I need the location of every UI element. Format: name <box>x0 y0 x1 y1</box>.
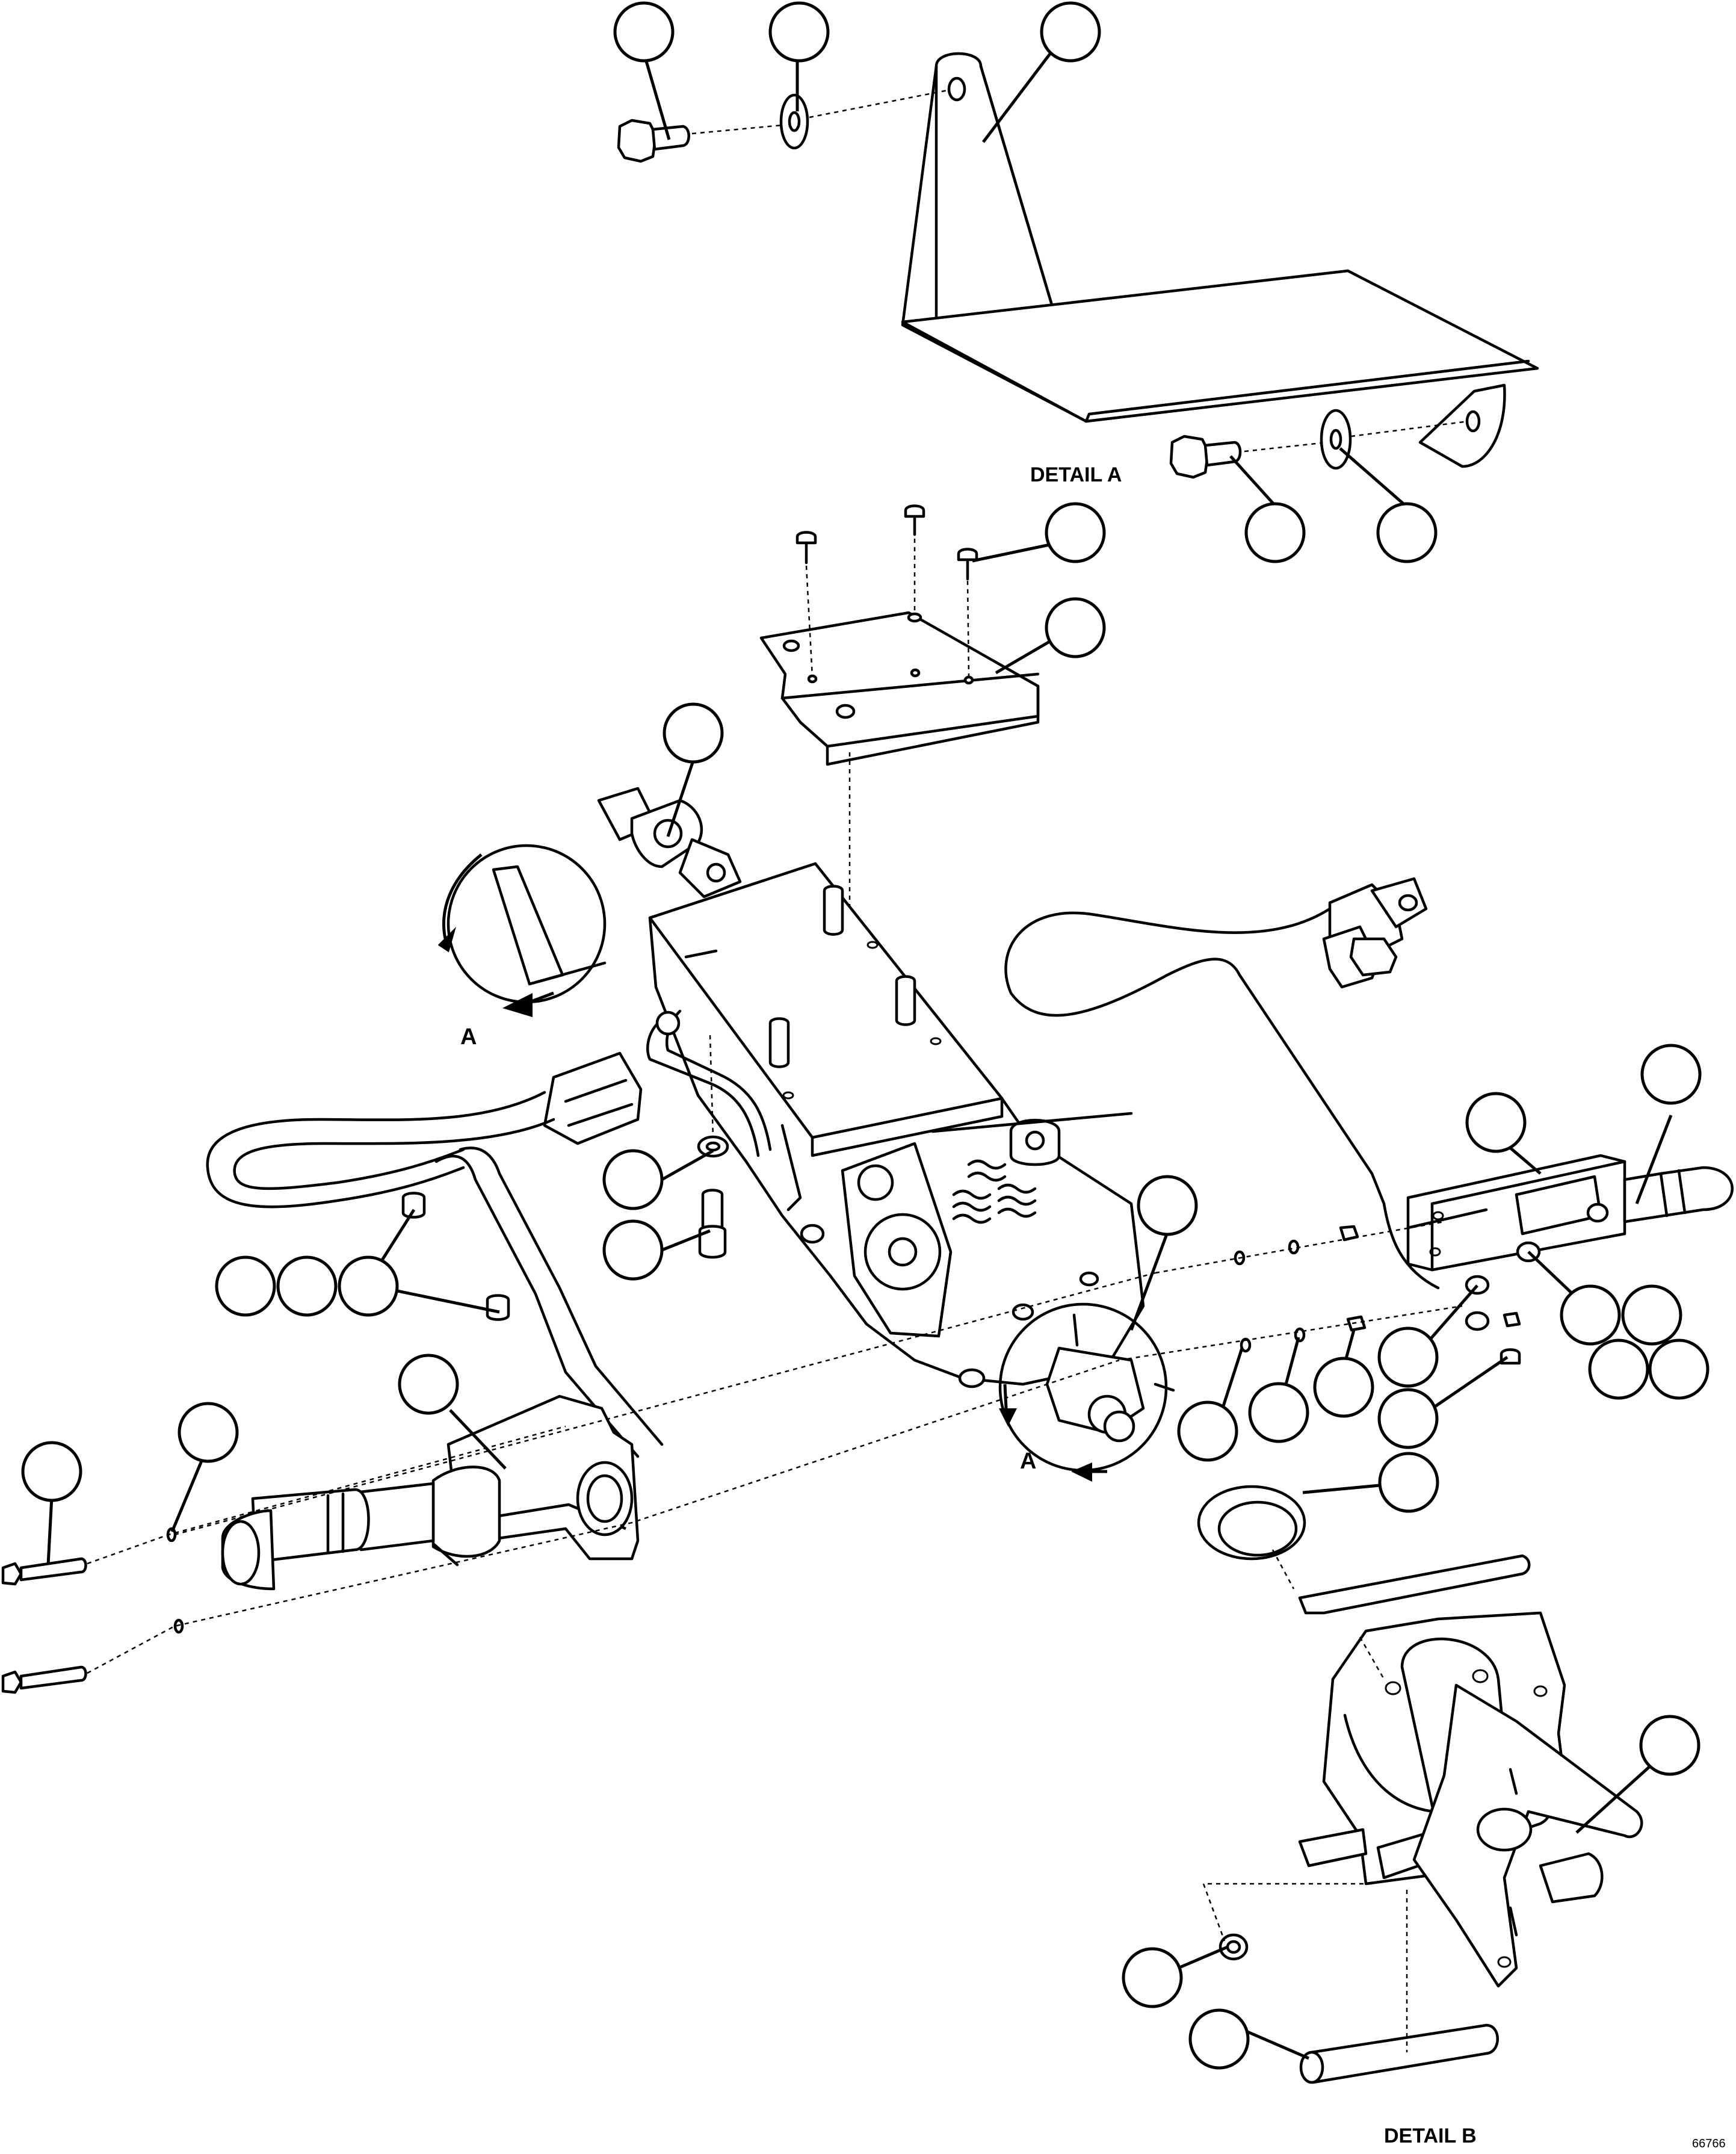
left-long-bolt-upper <box>1 1557 87 1586</box>
detail-a-washer-upper <box>779 93 809 150</box>
callout-balloon <box>613 1 675 63</box>
callout-balloons <box>21 1 1710 2070</box>
callout-balloon <box>1588 1339 1649 1400</box>
detail-a-washer-lower <box>1320 409 1352 470</box>
main-valve-body <box>648 862 1145 1388</box>
left-housing <box>431 1394 640 1561</box>
callout-balloon <box>21 1441 82 1502</box>
callout-balloon <box>398 1354 459 1415</box>
cover-screws <box>795 504 978 581</box>
center-washer <box>697 1135 729 1158</box>
detail-b-flat-screw <box>1219 1933 1249 1961</box>
right-handle-assembly <box>1406 1154 1734 1272</box>
right-harness <box>1004 877 1440 1290</box>
cover-plate <box>759 611 1040 766</box>
callout-balloon <box>1040 1 1101 63</box>
callout-balloon <box>1045 502 1106 563</box>
callout-balloon <box>215 1255 276 1317</box>
callout-balloon <box>178 1402 239 1463</box>
callout-balloon <box>1377 1388 1439 1449</box>
callout-balloon <box>276 1255 338 1317</box>
callout-balloon <box>1188 2008 1250 2070</box>
callout-balloon <box>1560 1284 1621 1346</box>
callout-balloon <box>1621 1284 1682 1346</box>
callout-balloon <box>1640 1044 1702 1105</box>
detail-b-plate <box>1298 1554 1643 1988</box>
left-long-bolt-lower <box>1 1665 87 1694</box>
detail-b-label: DETAIL B <box>1384 2125 1477 2147</box>
detail-b-pin <box>1299 2023 1499 2084</box>
detail-a-circle-right <box>998 1302 1175 1482</box>
left-ring-lower <box>173 1618 184 1634</box>
left-shaft <box>221 1482 459 1591</box>
detail-a-label: DETAIL A <box>1030 463 1122 486</box>
callout-balloon <box>1376 502 1438 563</box>
callout-balloon <box>1378 1452 1439 1513</box>
detail-a-circle-left <box>437 844 607 1017</box>
callout-balloon <box>1465 1092 1527 1153</box>
callout-balloon <box>602 1149 664 1210</box>
view-letter-lower: A <box>1020 1449 1036 1474</box>
callout-balloon <box>1045 597 1106 658</box>
callout-balloon <box>663 702 724 764</box>
small-hardware-right <box>1234 1225 1521 1365</box>
callout-balloon <box>1244 502 1306 563</box>
callout-balloon <box>1248 1382 1309 1443</box>
callout-balloon <box>1377 1326 1439 1388</box>
detail-b-seal <box>1197 1485 1306 1561</box>
callout-balloon <box>1122 1947 1183 2008</box>
callout-balloon <box>602 1219 664 1281</box>
callout-balloon <box>1177 1400 1238 1462</box>
detail-a-bolt-lower <box>1169 435 1242 479</box>
drawing-number: 66766 <box>1692 2137 1726 2150</box>
callout-balloon <box>1137 1175 1198 1236</box>
center-socket-screw <box>698 1189 727 1259</box>
detail-a-bolt-upper <box>617 119 690 163</box>
view-letter-upper: A <box>460 1024 477 1050</box>
left-harness <box>206 1009 772 1458</box>
callout-balloon <box>338 1255 399 1317</box>
callout-balloon <box>1648 1339 1710 1400</box>
callout-balloon <box>1639 1715 1700 1776</box>
universal-joint <box>597 787 742 899</box>
callout-balloon <box>768 1 830 63</box>
detail-a-bracket <box>901 52 1539 468</box>
callout-balloon <box>1313 1357 1374 1418</box>
